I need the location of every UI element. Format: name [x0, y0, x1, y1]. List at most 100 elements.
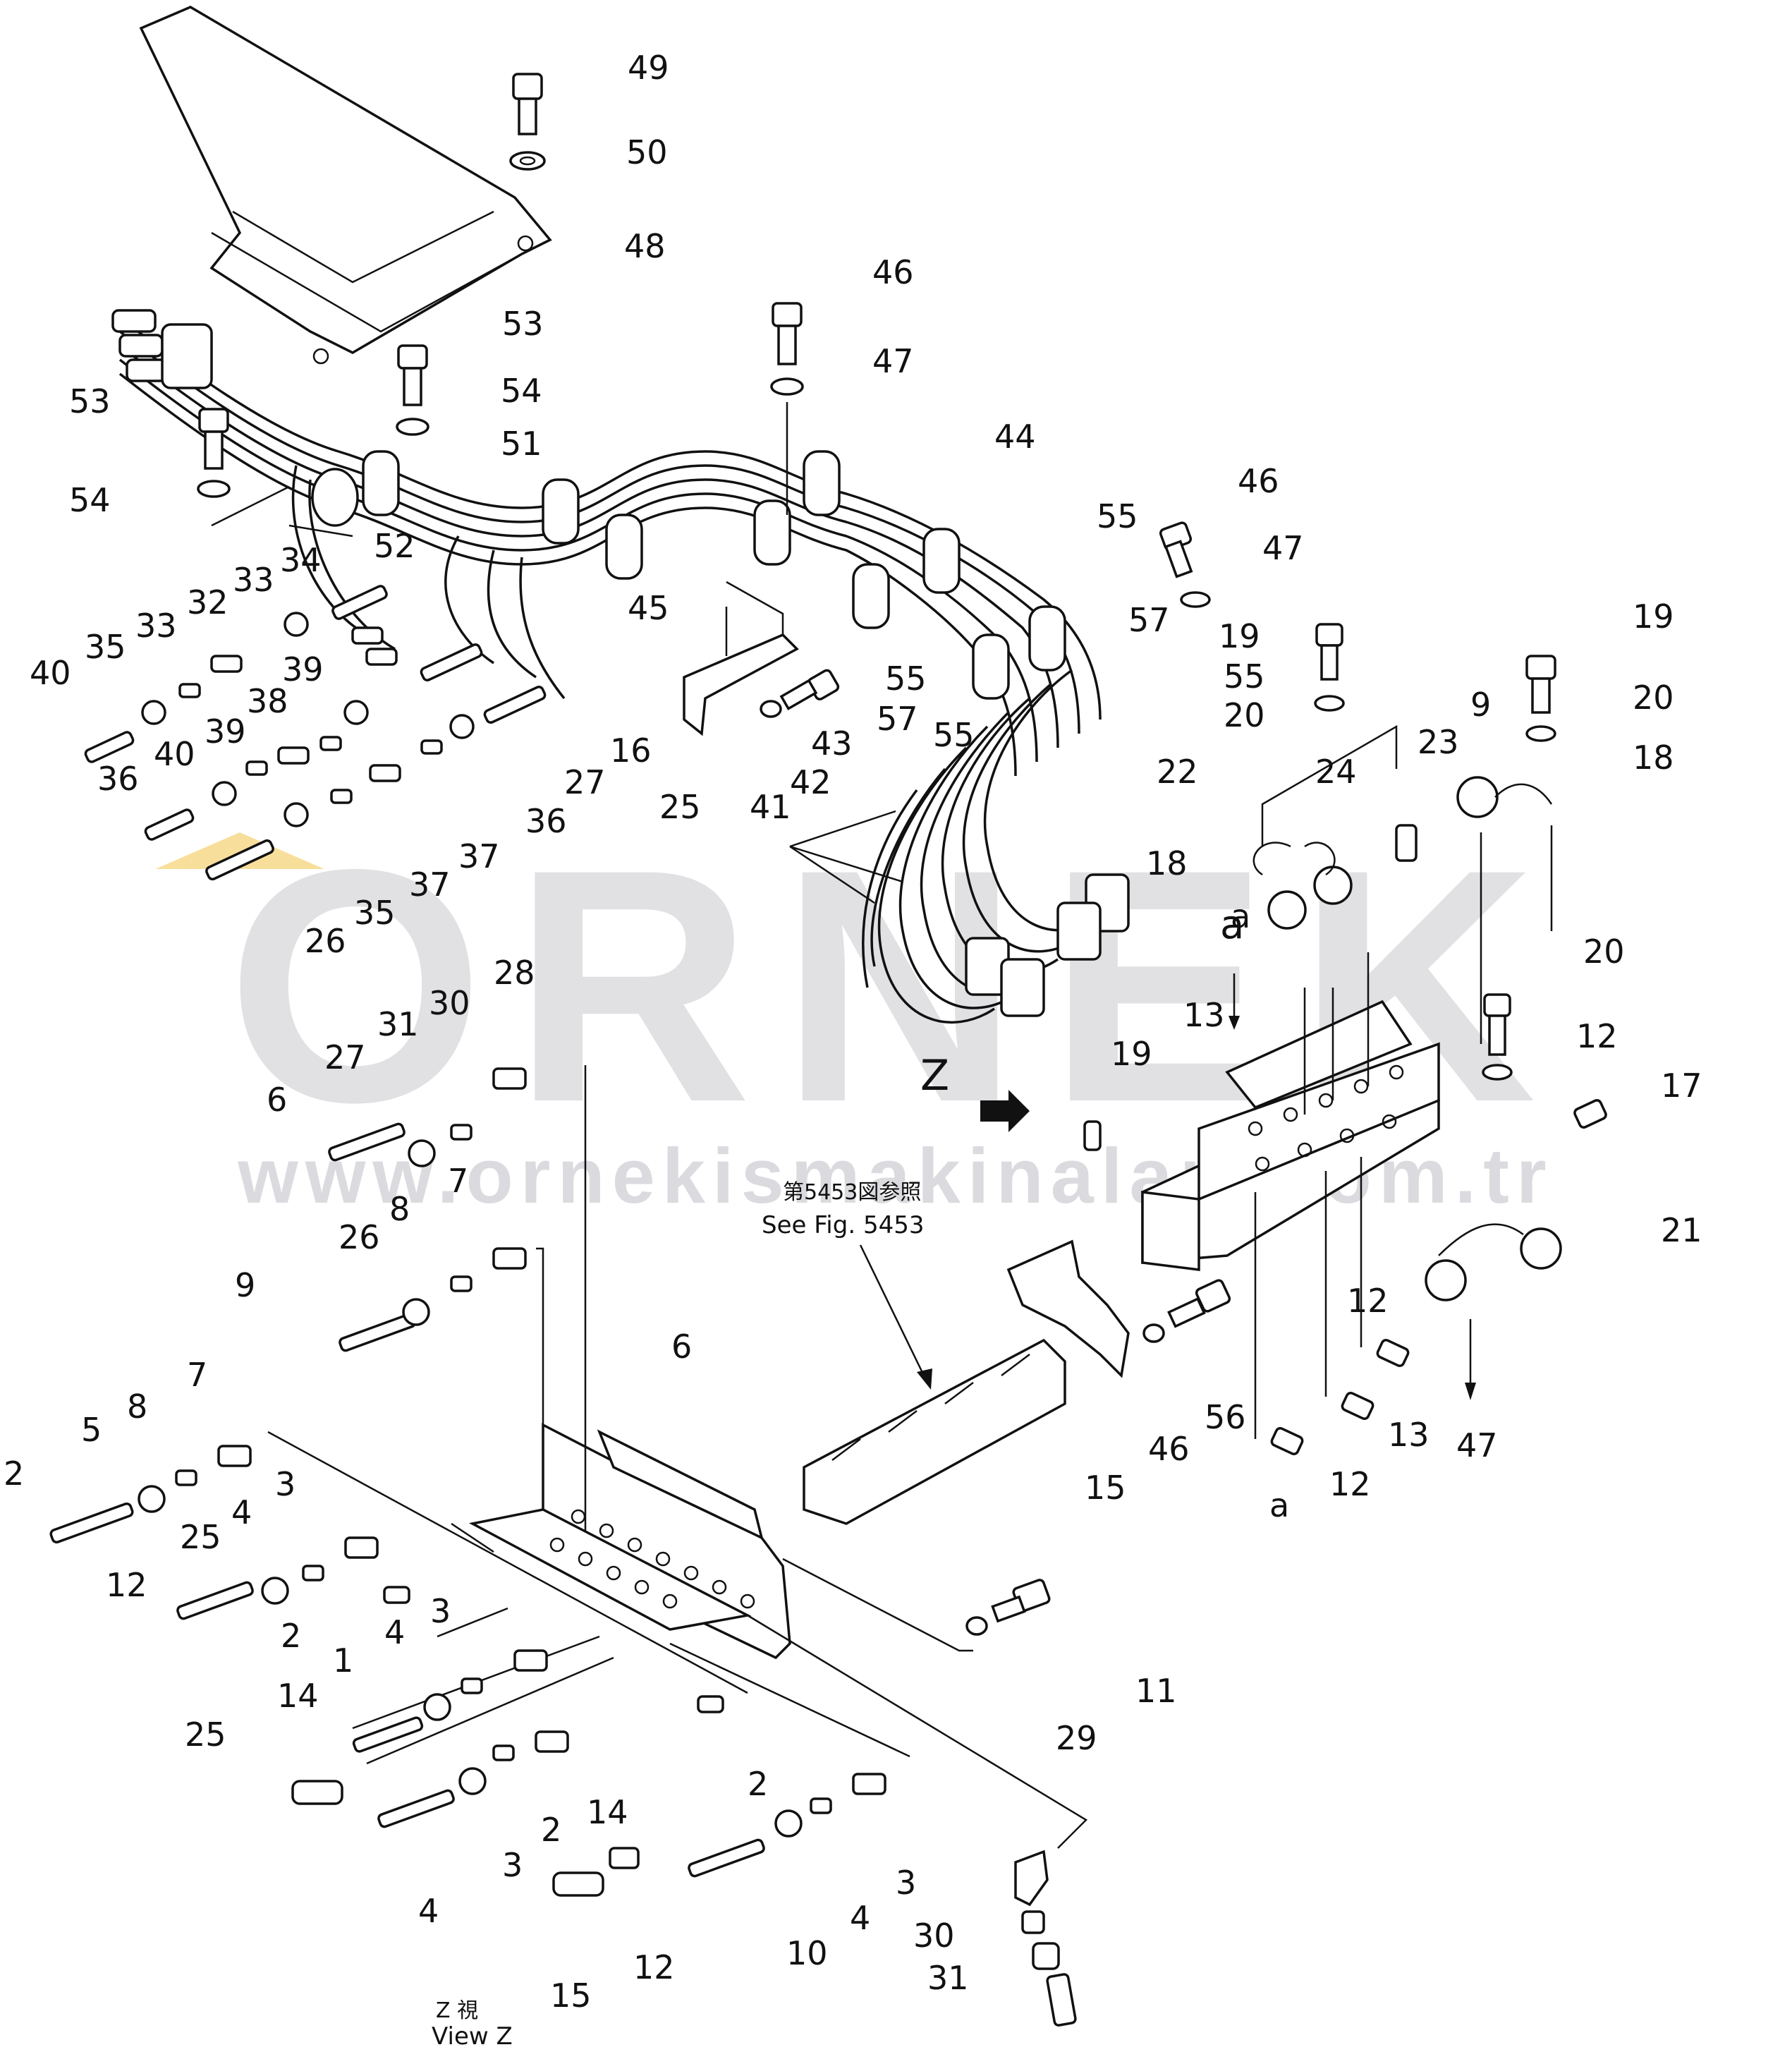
callout: 25: [659, 788, 701, 826]
annotations: a a Z 第5453図参照 See Fig. 5453 Z 視 View Z: [432, 902, 1244, 2051]
callout: 9: [235, 1266, 255, 1304]
callout: 2: [281, 1617, 301, 1655]
callout: 50: [626, 133, 668, 171]
bolt-19-far-right: [1525, 655, 1556, 742]
callout: 55: [1224, 657, 1265, 696]
view-z-block: [267, 1065, 1088, 1849]
callout: 30: [913, 1917, 955, 1955]
callout: 12: [633, 1948, 675, 1986]
callout: 15: [1085, 1469, 1126, 1507]
callout: 3: [896, 1864, 916, 1902]
bracket-56: [803, 1239, 1130, 1525]
callout: 23: [1418, 723, 1459, 761]
callout: 31: [377, 1005, 419, 1043]
callout: 42: [790, 763, 831, 801]
callout: 20: [1224, 696, 1265, 734]
callout: 3: [502, 1846, 523, 1884]
bolt-42: [760, 669, 840, 718]
callout: 7: [448, 1162, 468, 1200]
callout: 27: [564, 763, 606, 801]
callout: 2: [748, 1765, 768, 1803]
callout: a: [1269, 1486, 1289, 1524]
callout: 4: [231, 1493, 252, 1531]
callout: 5: [81, 1411, 102, 1449]
bolt-46-lower: [1142, 1279, 1231, 1343]
callout: 36: [97, 760, 139, 798]
callout: 24: [1315, 753, 1357, 791]
callout: 57: [877, 700, 918, 738]
arrow-z-icon: [980, 1090, 1030, 1132]
callout: 26: [339, 1218, 380, 1256]
callout: 33: [233, 561, 274, 599]
callout: 6: [267, 1081, 287, 1119]
bolt-46-upper: [770, 302, 804, 515]
clamp-52: [211, 468, 359, 538]
callout: 33: [135, 607, 177, 645]
callout: 57: [1128, 601, 1170, 639]
arrow-a-bottom-icon: [1465, 1383, 1476, 1400]
callout: 35: [85, 628, 126, 666]
callout: 12: [1347, 1282, 1389, 1320]
bolt-19-lower: [1482, 993, 1513, 1081]
fittings-left: [84, 585, 547, 881]
bolt-53-left: [197, 408, 231, 498]
callout: 14: [277, 1677, 319, 1715]
watermark: ORNEK www.ornekismakinalari.com.tr: [155, 801, 1547, 1220]
callout: 26: [305, 922, 346, 960]
callout: a: [1231, 897, 1250, 935]
callout: 3: [430, 1592, 451, 1630]
callout: 37: [458, 837, 500, 875]
clamps: [362, 450, 1066, 700]
callout: 47: [872, 342, 914, 380]
hose-loops: [789, 669, 1130, 1024]
callout: 6: [671, 1328, 692, 1366]
callout: 31: [927, 1959, 969, 1997]
callout: 3: [275, 1465, 295, 1503]
callout: 7: [187, 1356, 207, 1394]
fitting-12-right: [1573, 1099, 1607, 1129]
callout: 40: [154, 735, 195, 773]
callout: 54: [69, 481, 111, 519]
callout: 4: [418, 1892, 439, 1930]
callout: 55: [885, 660, 927, 698]
callout: 12: [1576, 1017, 1618, 1055]
callout: 49: [628, 49, 669, 87]
callout: 10: [786, 1934, 828, 1972]
valve-block-right: [980, 724, 1562, 1400]
callout: 19: [1219, 617, 1260, 655]
callout: 2: [4, 1455, 24, 1493]
callout: 52: [374, 527, 415, 565]
callout: 11: [1135, 1672, 1177, 1710]
callout: 51: [501, 425, 542, 463]
see-fig-jp: 第5453図参照: [783, 1180, 921, 1205]
view-z-letter: Z: [920, 1051, 949, 1100]
callout: 38: [247, 682, 288, 720]
callout: 18: [1146, 844, 1188, 882]
callout: 12: [1329, 1465, 1371, 1503]
callout: 25: [180, 1518, 221, 1556]
callout: 55: [933, 716, 975, 754]
callout: 46: [1238, 462, 1279, 500]
bolt-53-right: [396, 344, 429, 436]
callout: 46: [1148, 1430, 1190, 1468]
callout: 40: [30, 654, 71, 692]
callout: 14: [587, 1793, 628, 1831]
callout: 18: [1633, 739, 1674, 777]
see-fig-arrow-icon: [917, 1368, 932, 1390]
duct-cover: [139, 6, 552, 365]
callout: 41: [750, 788, 791, 826]
callout: 29: [1056, 1719, 1097, 1757]
callout: 47: [1262, 529, 1304, 567]
callout: 13: [1388, 1416, 1430, 1454]
callout: 32: [187, 583, 228, 621]
view-z-fittings: [49, 1067, 1077, 2027]
view-z-caption-jp: Z 視: [436, 1998, 478, 2023]
callout: 4: [850, 1899, 870, 1937]
callout: 47: [1456, 1426, 1498, 1464]
callout: 53: [502, 305, 544, 343]
bolt-46-right: [1159, 521, 1211, 608]
callout: 46: [872, 253, 914, 291]
callout: 12: [106, 1566, 147, 1604]
arrow-a-top-icon: [1229, 1016, 1240, 1030]
callout: 27: [324, 1038, 366, 1076]
